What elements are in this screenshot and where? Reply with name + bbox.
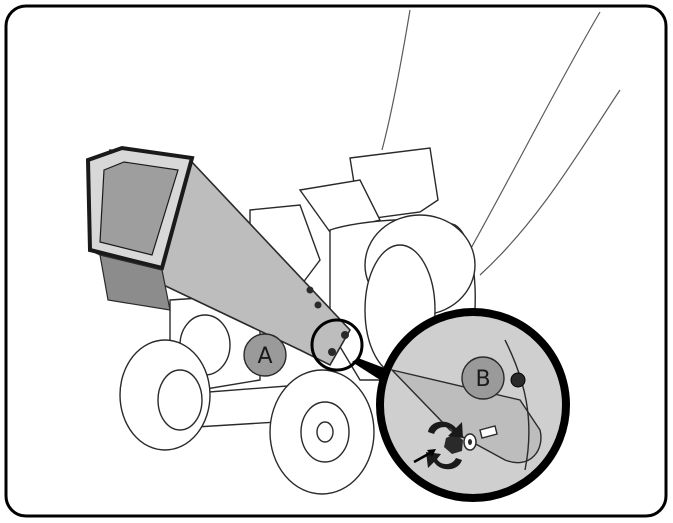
- callout-a: A: [243, 333, 287, 377]
- hardware-parts: [444, 425, 498, 454]
- callout-a-label: A: [257, 344, 272, 369]
- rotate-arrows-icon: [426, 421, 463, 470]
- callout-b-label: B: [475, 367, 490, 392]
- left-wheel: [119, 339, 211, 451]
- magnifier-detail: [376, 308, 570, 502]
- callout-b: B: [461, 356, 505, 400]
- push-arrow-icon: [413, 449, 436, 464]
- right-wheel: [269, 369, 375, 495]
- discharge-chute: [85, 145, 351, 367]
- background-handles: [381, 9, 621, 276]
